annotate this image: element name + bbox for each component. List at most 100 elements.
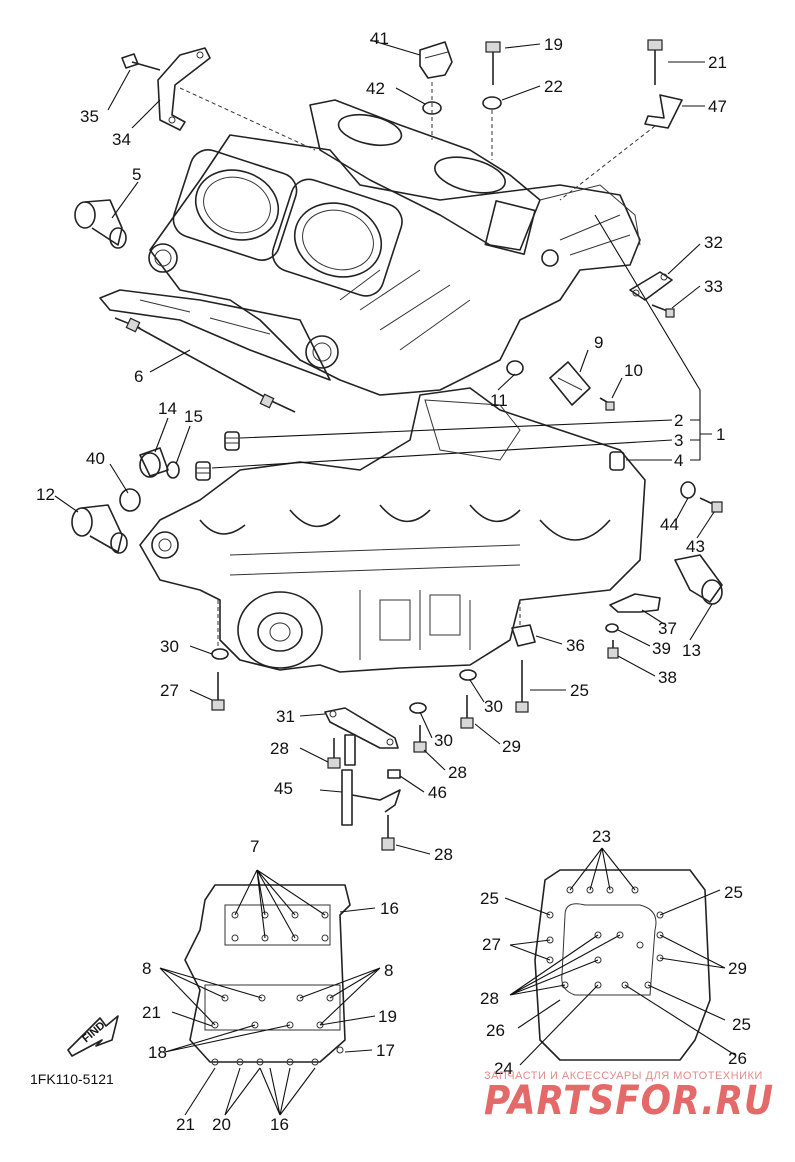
part-29-bolt [460,695,474,729]
callout-40: 40 [86,449,105,468]
part-12-plug [71,504,128,554]
part-30-washer-mid [459,669,477,681]
inset-right-holes [546,886,664,989]
callout-10: 10 [624,361,643,380]
callout-27: 27 [160,681,179,700]
callout-21: 21 [708,53,727,72]
watermark: ЗАПЧАСТИ И АКСЕССУАРЫ ДЛЯ МОТОТЕХНИКИ PA… [484,1070,774,1124]
callout-42: 42 [366,79,385,98]
callout-39: 39 [652,639,671,658]
callout-8-left: 8 [142,959,151,978]
callout-36: 36 [566,636,585,655]
inset-left-bolt-pattern: FIND [67,869,381,1116]
crankcase-cover-boss [237,591,323,669]
inset-left-holes [211,911,344,1066]
inset-right-bolt-pattern [504,847,736,1066]
callout-28-a: 28 [270,739,289,758]
callout-21-bottom: 21 [176,1115,195,1134]
callout-35: 35 [80,107,99,126]
part-45-pipe [341,769,401,826]
callout-14: 14 [158,399,177,418]
part-13-plug [674,554,723,605]
callout-13: 13 [682,641,701,660]
callout-7: 7 [250,837,259,856]
part-36-bracket [511,624,536,647]
part-4-dowel [609,451,625,471]
part-28-bolt-c [381,815,395,851]
part-40-cap [119,488,141,512]
callout-32: 32 [704,233,723,252]
callout-37: 37 [658,619,677,638]
callout-5: 5 [132,165,141,184]
callout-17: 17 [376,1041,395,1060]
callout-28-b: 28 [448,763,467,782]
callout-46: 46 [428,783,447,802]
part-32-plate [629,271,673,301]
callout-31: 31 [276,707,295,726]
callout-29-inset: 29 [728,959,747,978]
callout-8-right: 8 [384,961,393,980]
part-37-bracket [609,593,661,613]
callout-labels: 41 42 19 22 21 47 35 34 5 32 33 9 10 11 … [36,29,751,1134]
callout-26-left: 26 [486,1021,505,1040]
callout-26-right: 26 [728,1049,747,1068]
callout-2: 2 [674,411,683,430]
callout-27-inset: 27 [482,935,501,954]
callout-21-inset: 21 [142,1003,161,1022]
callout-34: 34 [112,130,131,149]
part-43-bolt [699,497,723,513]
callout-9: 9 [594,333,603,352]
part-27-bolt [211,672,225,711]
callout-41: 41 [370,29,389,48]
watermark-brand: PARTSFOR.RU [484,1078,774,1124]
callout-4: 4 [674,451,683,470]
callout-44: 44 [660,515,679,534]
diagram-code: 1FK110-5121 [30,1071,114,1087]
callout-33: 33 [704,277,723,296]
leader-lines [54,39,715,855]
watermark-caption: ЗАПЧАСТИ И АКСЕССУАРЫ ДЛЯ МОТОТЕХНИКИ [484,1070,763,1082]
part-21-bolt [647,39,663,85]
part-30-washer-right [409,702,427,714]
find-arrow-icon: FIND [67,1015,119,1057]
callout-11: 11 [490,391,508,410]
part-35-screw [121,53,161,71]
callout-19-inset: 19 [378,1007,397,1026]
callout-30-right: 30 [434,731,453,750]
callout-1: 1 [716,425,725,444]
part-19-bolt [485,41,501,85]
part-44-washer [680,481,696,499]
callout-15: 15 [184,407,203,426]
part-46-clip [387,769,401,779]
part-22-washer [482,96,502,110]
callout-25-b: 25 [724,883,743,902]
part-2-dowel [224,431,240,451]
callout-47: 47 [708,97,727,116]
part-33-screw [651,304,675,318]
part-11-plug [506,360,524,376]
gasket-strip [99,289,331,381]
callout-24: 24 [494,1059,513,1078]
part-41-cap [419,41,453,79]
callout-20: 20 [212,1115,231,1134]
callout-25-a: 25 [480,889,499,908]
callout-6: 6 [134,367,143,386]
callout-25-c: 25 [732,1015,751,1034]
part-15-o-ring [166,461,180,479]
part-34-bracket [157,47,211,131]
callout-19: 19 [544,35,563,54]
callout-30-mid: 30 [484,697,503,716]
callout-22: 22 [544,77,563,96]
callout-18: 18 [148,1043,167,1062]
callout-16-bottom: 16 [270,1115,289,1134]
callout-23: 23 [592,827,611,846]
part-3-dowel [195,461,211,481]
callout-28-c: 28 [434,845,453,864]
part-5-plug [74,199,127,249]
part-47-bracket [644,94,683,129]
callout-29: 29 [502,737,521,756]
part-30-washer-left [211,648,229,660]
upper-crankcase [148,99,641,396]
part-10-screw [599,397,615,411]
part-25-bolt [515,660,529,713]
